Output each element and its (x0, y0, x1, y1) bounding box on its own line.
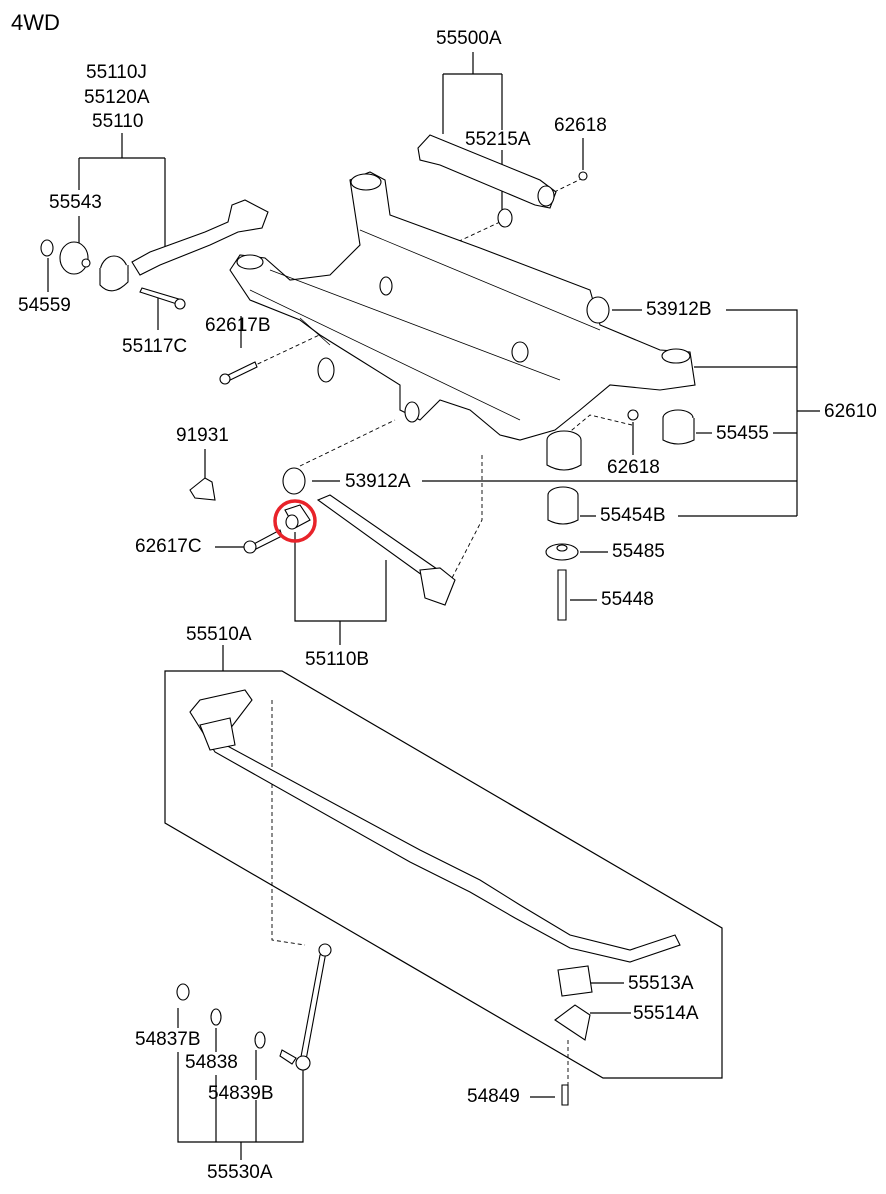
part-label-55448[interactable]: 55448 (601, 589, 654, 610)
part-label-55514A[interactable]: 55514A (633, 1003, 699, 1024)
highlight-circle (273, 499, 317, 543)
leader-lines (47, 52, 820, 1160)
part-label-54559[interactable]: 54559 (18, 295, 71, 316)
stabilizer-bar-55510A (189, 689, 681, 1106)
part-label-55117C[interactable]: 55117C (122, 336, 188, 357)
part-label-62617C[interactable]: 62617C (135, 536, 202, 557)
part-label-53912B[interactable]: 53912B (646, 299, 712, 320)
part-label-55110[interactable]: 55110 (92, 111, 144, 132)
part-label-55120A[interactable]: 55120A (84, 87, 150, 108)
part-label-53912A[interactable]: 53912A (345, 471, 411, 492)
part-label-55455[interactable]: 55455 (716, 423, 769, 444)
stabilizer-link-55530A (176, 943, 332, 1071)
part-label-55215A[interactable]: 55215A (465, 129, 531, 150)
part-label-62618-mid[interactable]: 62618 (607, 457, 660, 478)
bushings-right (545, 296, 695, 621)
part-label-55500A[interactable]: 55500A (436, 28, 502, 49)
part-label-62610[interactable]: 62610 (824, 401, 877, 422)
diagram-title: 4WD (11, 10, 60, 35)
part-label-54849[interactable]: 54849 (467, 1086, 520, 1107)
part-label-62618-top[interactable]: 62618 (554, 115, 607, 136)
part-label-54839B[interactable]: 54839B (208, 1083, 274, 1104)
part-label-55543[interactable]: 55543 (49, 192, 102, 213)
lower-arm-55110B (189, 467, 456, 606)
part-label-55110B[interactable]: 55110B (305, 649, 370, 670)
part-label-55513A[interactable]: 55513A (628, 973, 694, 994)
part-label-55485[interactable]: 55485 (612, 541, 665, 562)
part-label-62617B[interactable]: 62617B (205, 315, 271, 336)
crossmember-subframe (229, 171, 696, 471)
upper-arm-55500A (417, 134, 588, 228)
part-label-55510A[interactable]: 55510A (186, 624, 252, 645)
part-label-54837B[interactable]: 54837B (135, 1029, 201, 1050)
part-label-91931[interactable]: 91931 (176, 425, 229, 446)
part-label-55110J[interactable]: 55110J (86, 62, 147, 83)
trailing-arm-55110 (40, 199, 269, 385)
part-label-55454B[interactable]: 55454B (600, 505, 666, 526)
part-label-54838[interactable]: 54838 (185, 1052, 238, 1073)
dashed-assembly-lines (244, 177, 633, 1090)
part-label-55530A[interactable]: 55530A (207, 1162, 273, 1183)
